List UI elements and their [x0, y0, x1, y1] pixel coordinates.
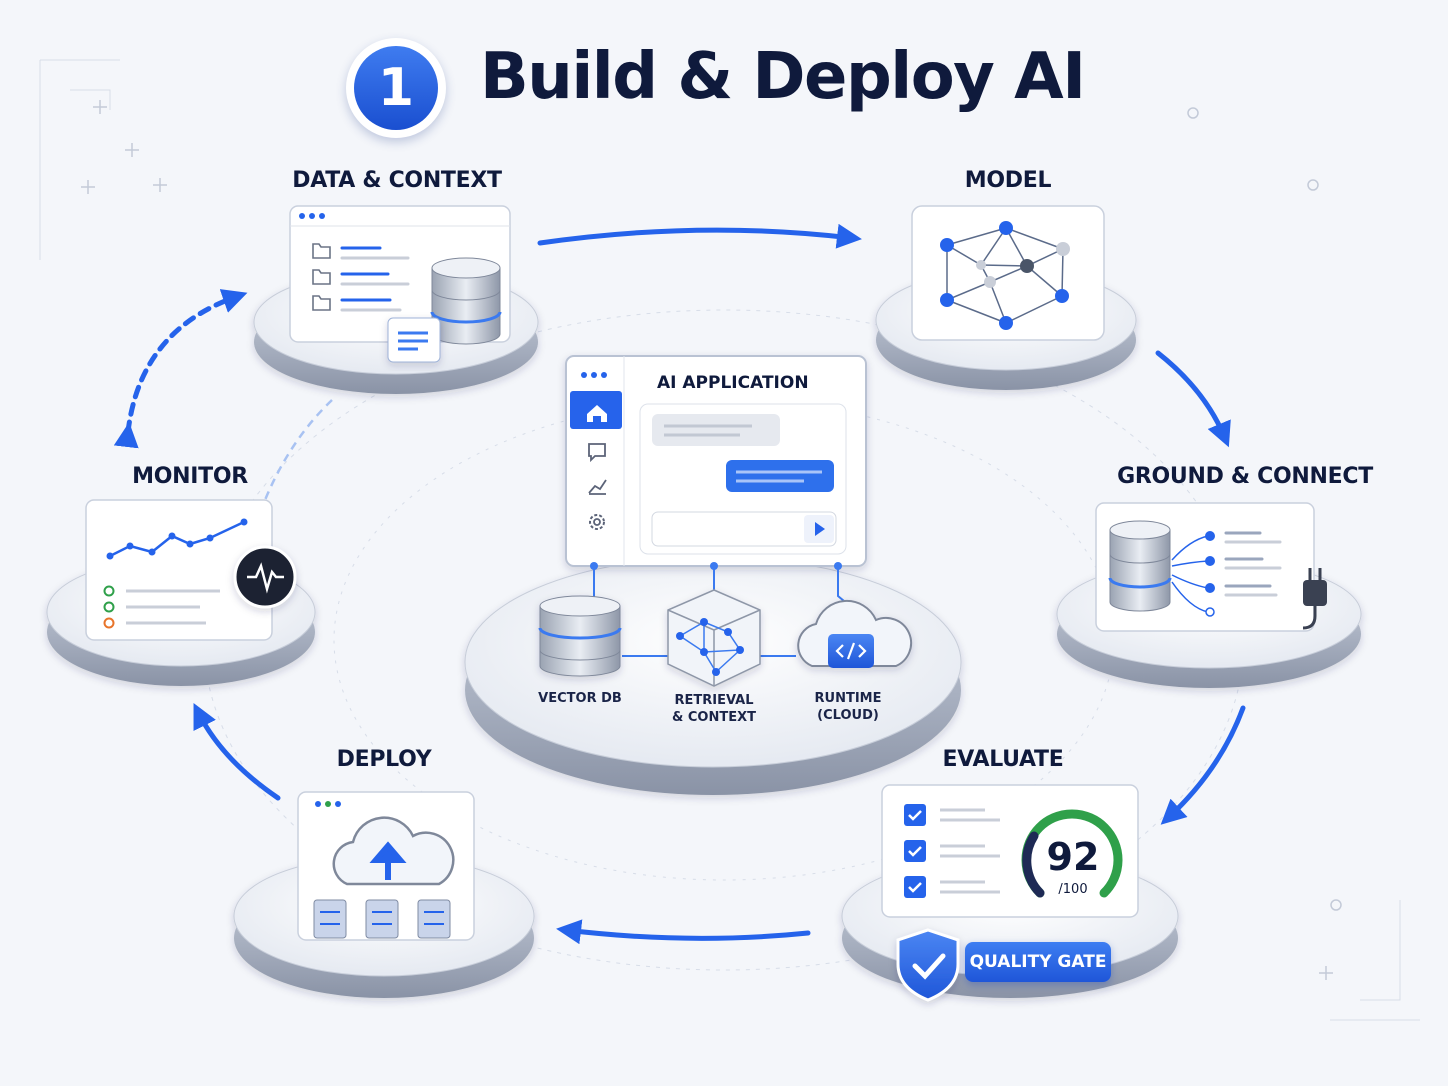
document-icon — [387, 317, 441, 363]
server-blocks — [313, 899, 451, 939]
label-retrieval-context: RETRIEVAL & CONTEXT — [672, 692, 756, 726]
ground-connect-card — [1095, 502, 1315, 632]
home-icon — [587, 405, 607, 422]
folder-icon — [312, 243, 331, 311]
evaluation-score: 92 — [1046, 835, 1100, 879]
cube-icon — [667, 589, 761, 687]
retrieval-line-2: & CONTEXT — [672, 710, 756, 725]
cycle-arrows — [113, 223, 1246, 945]
vector-db-icon — [538, 595, 622, 677]
ai-application-title: AI APPLICATION — [657, 373, 809, 393]
chat-icon — [588, 443, 606, 463]
runtime-line-1: RUNTIME — [814, 691, 882, 706]
dashed-link-center — [263, 399, 333, 501]
score-gauge — [1021, 809, 1123, 898]
label-data-context: DATA & CONTEXT — [292, 168, 502, 193]
vector-db-text: VECTOR DB — [538, 691, 622, 706]
step-number-badge: 1 — [346, 38, 446, 138]
label-monitor: MONITOR — [132, 464, 248, 489]
arrow-model-to-ground — [1155, 350, 1231, 448]
checkbox-list — [904, 804, 1000, 898]
label-deploy: DEPLOY — [336, 747, 432, 772]
upload-cloud-icon — [332, 816, 455, 886]
chart-icon — [588, 479, 607, 495]
evaluate-card — [881, 784, 1139, 918]
quality-gate-badge: QUALITY GATE — [965, 942, 1111, 982]
label-runtime-cloud: RUNTIME (CLOUD) — [815, 690, 882, 724]
arrow-monitor-to-data — [113, 289, 248, 449]
send-icon — [815, 522, 825, 536]
plus-decorations — [81, 100, 1333, 980]
arrow-evaluate-to-deploy — [556, 919, 811, 945]
cloud-code-icon — [797, 599, 913, 668]
arrow-deploy-to-monitor — [193, 703, 281, 801]
label-evaluate: EVALUATE — [942, 747, 1064, 772]
page-title: Build & Deploy AI — [480, 40, 1086, 114]
gear-icon — [589, 514, 605, 530]
plug-icon — [1302, 568, 1327, 630]
evaluation-score-max: /100 — [1058, 882, 1088, 897]
database-icon — [1108, 520, 1172, 612]
model-card — [911, 205, 1105, 341]
label-model: MODEL — [964, 168, 1052, 193]
pulse-icon — [233, 545, 297, 609]
step-number: 1 — [354, 46, 438, 130]
database-icon — [430, 257, 502, 345]
monitor-card — [85, 499, 273, 641]
shield-check-icon — [896, 928, 960, 1002]
ai-application-window — [565, 355, 867, 567]
arrow-data-to-model — [537, 223, 862, 249]
label-ground-connect: GROUND & CONNECT — [1117, 464, 1373, 489]
arrow-ground-to-evaluate — [1160, 705, 1246, 825]
deploy-card — [297, 791, 475, 941]
runtime-line-2: (CLOUD) — [817, 708, 879, 723]
label-vector-db: VECTOR DB — [538, 690, 622, 707]
retrieval-line-1: RETRIEVAL — [674, 693, 754, 708]
